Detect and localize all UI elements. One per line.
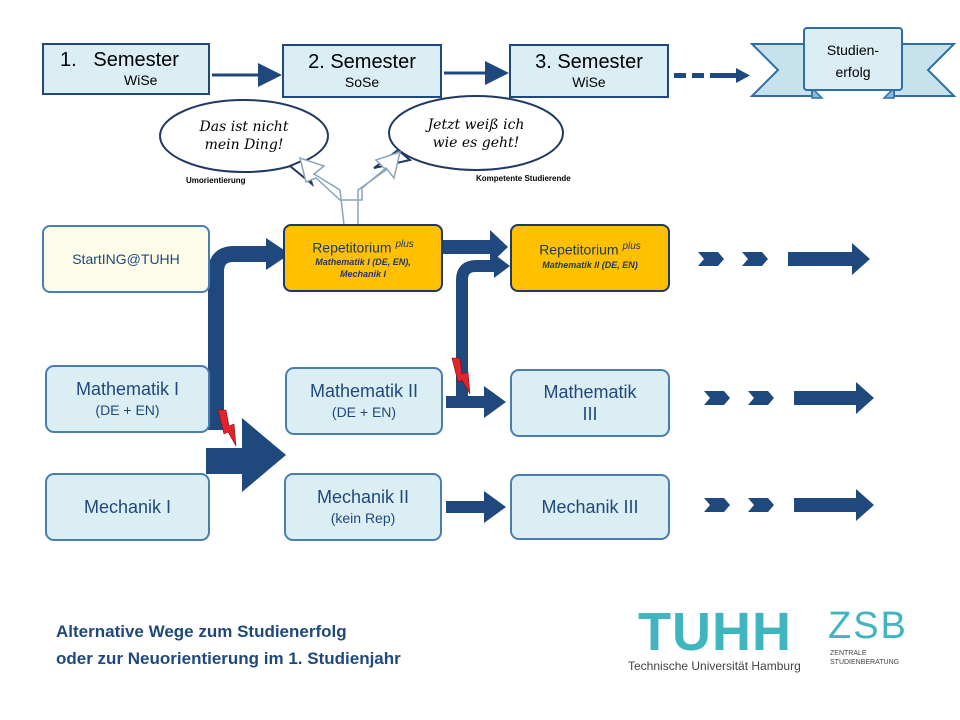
goal-ribbon <box>749 27 957 99</box>
arrow-mech2-mech3 <box>446 491 506 523</box>
mech-3-title: Mechanik III <box>541 497 639 517</box>
bubble-1-line-1: Das ist nicht <box>199 119 289 135</box>
rep-1-line-1: Mathematik I (DE, EN), <box>315 257 411 268</box>
rep-2-title: Repetitorium <box>539 241 619 258</box>
zsb-logo: ZSB <box>828 605 908 647</box>
mech-2-title: Mechanik II <box>316 487 410 507</box>
footer-line-1: Alternative Wege zum Studienerfolg <box>56 622 347 641</box>
arrow-math1-rep1 <box>208 238 290 430</box>
mechanik-3-box: Mechanik III <box>510 474 670 540</box>
repetitorium-1-box: Repetitorium plus Mathematik I (DE, EN),… <box>283 224 443 292</box>
arrow-to-mech2 <box>206 418 286 492</box>
math-2-title: Mathematik II <box>309 381 419 401</box>
zsb-logo-subtitle: ZENTRALE STUDIENBERATUNG <box>830 649 899 667</box>
math-2-sub: (DE + EN) <box>331 404 397 420</box>
bubble-umorientierung: Das ist nicht mein Ding! <box>172 118 316 154</box>
rep-1-line-2: Mechanik I <box>339 269 386 280</box>
zsb-sub-line-1: ZENTRALE <box>830 650 867 657</box>
math-3-line-1: Mathematik <box>543 382 637 402</box>
math-3-line-2: III <box>582 404 598 424</box>
bubble-1-line-2: mein Ding! <box>204 137 284 153</box>
tuhh-logo: TUHH <box>638 602 792 662</box>
semester-3-term: WiSe <box>572 74 606 90</box>
goal-line-1: Studien- <box>826 42 880 58</box>
startinig-box: StartING@TUHH <box>42 225 210 293</box>
zsb-sub-line-2: STUDIENBERATUNG <box>830 659 900 666</box>
rep-2-sup: plus <box>622 241 641 252</box>
rep-1-sup: plus <box>395 238 414 250</box>
mathematik-2-box: Mathematik II (DE + EN) <box>285 367 443 435</box>
tuhh-logo-subtitle: Technische Universität Hamburg <box>628 659 801 673</box>
split-arrow <box>298 150 402 226</box>
caption-kompetent: Kompetente Studierende <box>476 174 571 183</box>
mech-2-sub: (kein Rep) <box>330 510 396 526</box>
math-1-sub: (DE + EN) <box>95 402 160 418</box>
semester-2-box: 2. Semester SoSe <box>282 44 442 98</box>
continue-arrows-rep <box>698 243 870 275</box>
caption-umorientierung: Umorientierung <box>186 176 246 185</box>
semester-1-term: WiSe <box>124 72 158 88</box>
startinig-label: StartING@TUHH <box>72 251 180 267</box>
goal-label: Studien- erfolg <box>804 28 902 94</box>
mathematik-3-box: Mathematik III <box>510 369 670 437</box>
rep-1-title: Repetitorium <box>312 239 392 256</box>
arrow-math2-math3 <box>446 386 506 418</box>
semester-2-term: SoSe <box>344 74 380 90</box>
mathematik-1-box: Mathematik I (DE + EN) <box>45 365 210 433</box>
repetitorium-2-box: Repetitorium plus Mathematik II (DE, EN) <box>510 224 670 292</box>
semester-1-number: 1. <box>60 49 77 71</box>
semester-1-label: Semester <box>93 49 179 71</box>
arrow-rep1-rep2 <box>443 230 508 264</box>
semester-3-box: 3. Semester WiSe <box>509 44 669 98</box>
mechanik-1-box: Mechanik I <box>45 473 210 541</box>
rep-2-line-1: Mathematik II (DE, EN) <box>542 259 638 270</box>
lightning-math2-icon <box>451 357 471 395</box>
semester-1-box: 1. Semester WiSe <box>42 43 210 95</box>
mechanik-2-box: Mechanik II (kein Rep) <box>284 473 442 541</box>
lightning-math1-icon <box>217 409 237 447</box>
footer-caption: Alternative Wege zum Studienerfolg oder … <box>56 618 401 672</box>
arrow-math2-rep2 <box>456 254 510 400</box>
bubble-kompetent: Jetzt weiß ich wie es geht! <box>402 116 550 152</box>
semester-2-title: 2. Semester <box>308 51 416 73</box>
bubble-2-line-1: Jetzt weiß ich <box>427 117 525 133</box>
math-1-title: Mathematik I <box>75 379 180 399</box>
bubble-2-line-2: wie es geht! <box>432 135 520 151</box>
continue-arrows-mech <box>704 489 874 521</box>
mech-1-title: Mechanik I <box>83 497 172 517</box>
footer-line-2: oder zur Neuorientierung im 1. Studienja… <box>56 649 401 668</box>
arrow-sem3-goal <box>674 68 750 83</box>
goal-line-2: erfolg <box>835 64 871 80</box>
continue-arrows-math <box>704 382 874 414</box>
semester-3-title: 3. Semester <box>535 51 643 73</box>
